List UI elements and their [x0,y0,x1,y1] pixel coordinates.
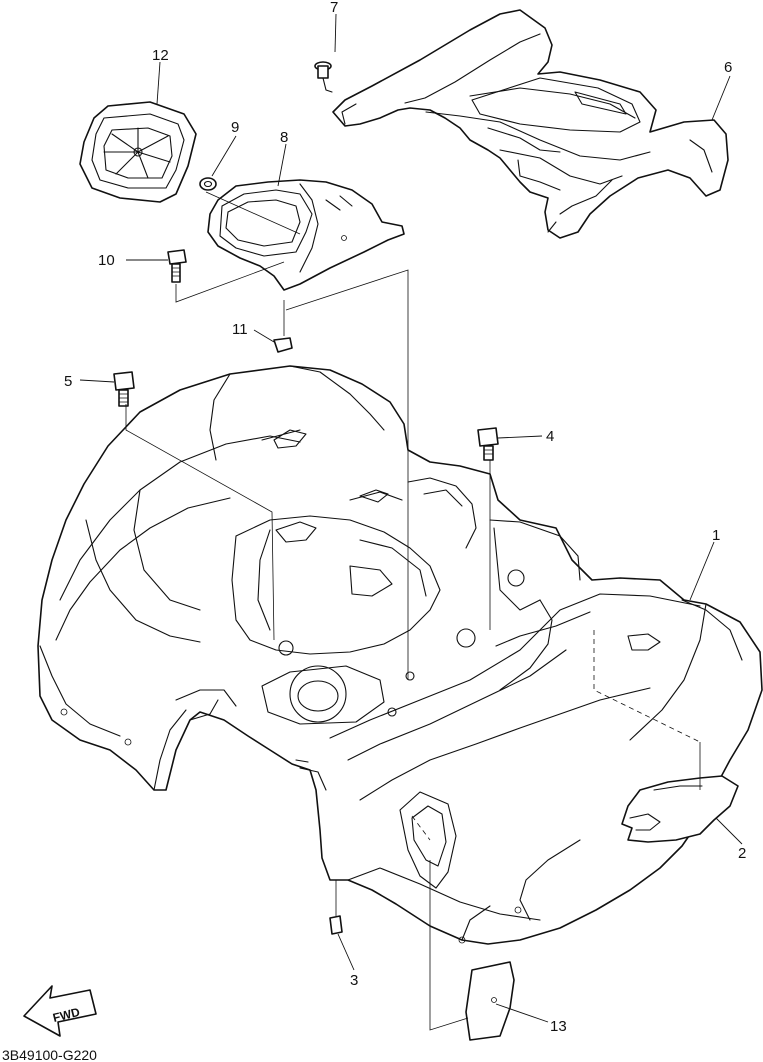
callout-1: 1 [712,527,720,544]
part-10-bolt[interactable] [167,249,187,283]
diagram-code: 3B49100-G220 [2,1047,97,1062]
callout-4: 4 [546,428,554,445]
callout-10: 10 [98,252,115,269]
part-3-clip[interactable] [329,915,343,935]
callout-13: 13 [550,1018,567,1035]
callout-labels: 7 6 12 9 8 10 11 5 4 1 2 3 13 [64,0,746,1035]
callout-9: 9 [231,119,239,136]
part-7-fastener[interactable] [314,61,333,93]
callout-6: 6 [724,59,732,76]
callout-7: 7 [330,0,338,16]
callout-12: 12 [152,47,169,64]
part-4-bolt[interactable] [477,427,499,461]
callout-11: 11 [232,321,248,338]
callout-5: 5 [64,373,72,390]
fwd-label: FWD [51,1005,81,1025]
callout-3: 3 [350,972,358,989]
part-9-nut[interactable] [199,177,217,191]
part-2-mud-flap[interactable] [621,775,739,843]
part-5-bolt[interactable] [113,371,135,407]
part-11-clip[interactable] [273,337,293,353]
callout-2: 2 [738,845,746,862]
part-1-rear-fender[interactable] [37,365,763,945]
part-12-cover[interactable] [79,101,197,203]
callout-8: 8 [280,129,288,146]
part-13-flap[interactable] [465,961,515,1041]
part-8-storage-box[interactable] [207,179,405,291]
leader-lines [79,13,743,1031]
part-6-rear-carrier[interactable] [332,9,729,239]
fwd-arrow: FWD [23,985,97,1037]
